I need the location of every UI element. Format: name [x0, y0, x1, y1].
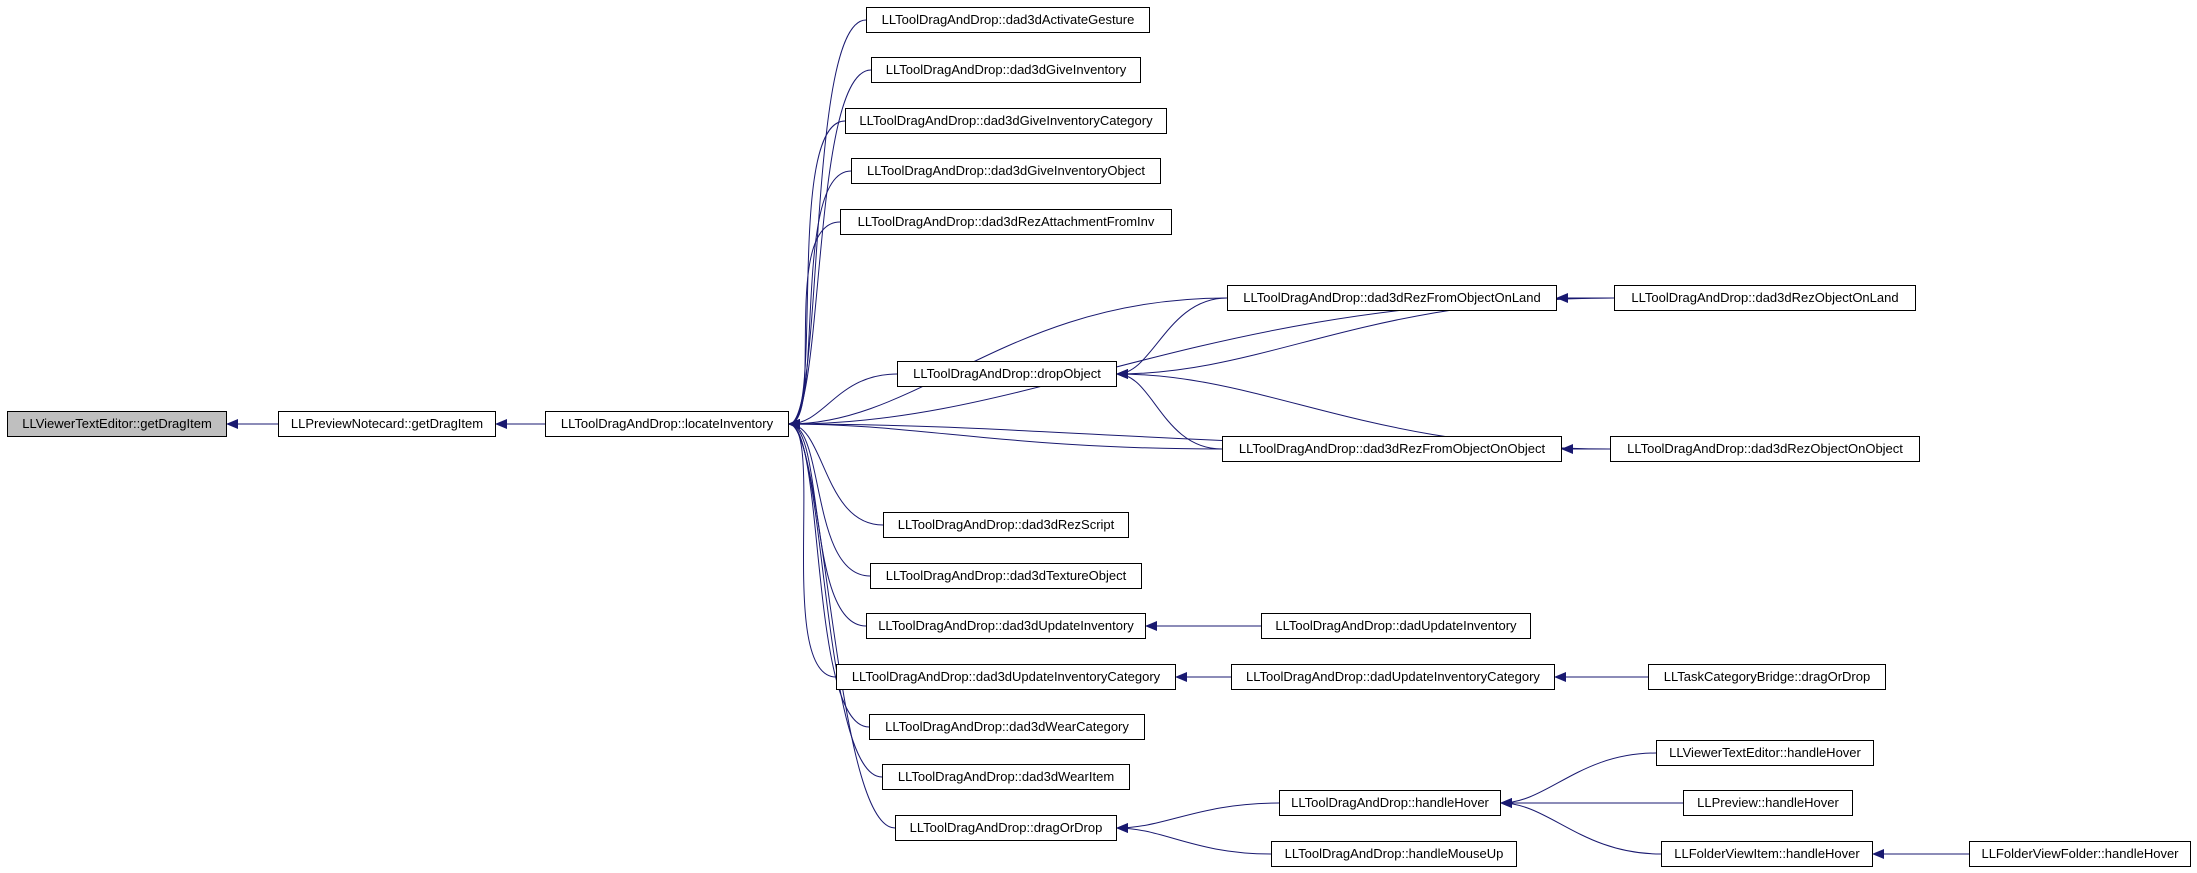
graph-node-n28[interactable]: LLToolDragAndDrop::handleMouseUp — [1271, 841, 1517, 867]
graph-edge-n10-to-n2 — [788, 373, 898, 429]
graph-edge-n14-to-n2 — [788, 419, 871, 577]
graph-node-n12[interactable]: LLToolDragAndDrop::dad3dRezObjectOnObjec… — [1610, 436, 1920, 462]
graph-node-n11[interactable]: LLToolDragAndDrop::dad3dRezFromObjectOnO… — [1222, 436, 1562, 462]
graph-node-n6[interactable]: LLToolDragAndDrop::dad3dGiveInventoryObj… — [851, 158, 1161, 184]
graph-node-n8[interactable]: LLToolDragAndDrop::dad3dRezFromObjectOnL… — [1227, 285, 1557, 311]
graph-node-n13[interactable]: LLToolDragAndDrop::dad3dRezScript — [883, 512, 1129, 538]
graph-node-n1[interactable]: LLPreviewNotecard::getDragItem — [278, 411, 496, 437]
graph-node-n22[interactable]: LLViewerTextEditor::handleHover — [1656, 740, 1874, 766]
graph-edge-n23-to-n25 — [1116, 802, 1280, 833]
graph-node-n2[interactable]: LLToolDragAndDrop::locateInventory — [545, 411, 789, 437]
graph-node-n15[interactable]: LLToolDragAndDrop::dad3dUpdateInventory — [866, 613, 1146, 639]
graph-node-n0[interactable]: LLViewerTextEditor::getDragItem — [7, 411, 227, 437]
graph-edge-n7-to-n2 — [788, 221, 841, 429]
graph-edge-n25-to-n2 — [788, 419, 896, 829]
graph-edge-n11-to-n10 — [1116, 369, 1223, 450]
graph-node-n21[interactable]: LLToolDragAndDrop::dad3dWearItem — [882, 764, 1130, 790]
graph-node-n19[interactable]: LLTaskCategoryBridge::dragOrDrop — [1648, 664, 1886, 690]
graph-node-n9[interactable]: LLToolDragAndDrop::dad3dRezObjectOnLand — [1614, 285, 1916, 311]
graph-node-n24[interactable]: LLPreview::handleHover — [1683, 790, 1853, 816]
graph-node-n5[interactable]: LLToolDragAndDrop::dad3dGiveInventoryCat… — [845, 108, 1167, 134]
graph-node-n23[interactable]: LLToolDragAndDrop::handleHover — [1279, 790, 1501, 816]
graph-edge-n8-to-n10 — [1116, 297, 1228, 379]
graph-edge-n15-to-n2 — [788, 419, 867, 627]
graph-edge-n28-to-n25 — [1116, 823, 1272, 855]
graph-node-n16[interactable]: LLToolDragAndDrop::dadUpdateInventory — [1261, 613, 1531, 639]
graph-node-n20[interactable]: LLToolDragAndDrop::dad3dWearCategory — [869, 714, 1145, 740]
graph-node-n27[interactable]: LLFolderViewFolder::handleHover — [1969, 841, 2191, 867]
graph-edge-n11-to-n2 — [788, 419, 1223, 450]
graph-edge-n5-to-n2 — [788, 120, 846, 429]
graph-edge-n13-to-n2 — [788, 419, 884, 526]
graph-node-n7[interactable]: LLToolDragAndDrop::dad3dRezAttachmentFro… — [840, 209, 1172, 235]
graph-edge-n26-to-n23 — [1500, 798, 1662, 855]
graph-edge-n22-to-n23 — [1500, 752, 1657, 808]
graph-node-n25[interactable]: LLToolDragAndDrop::dragOrDrop — [895, 815, 1117, 841]
graph-node-n14[interactable]: LLToolDragAndDrop::dad3dTextureObject — [870, 563, 1142, 589]
graph-node-n10[interactable]: LLToolDragAndDrop::dropObject — [897, 361, 1117, 387]
graph-node-n26[interactable]: LLFolderViewItem::handleHover — [1661, 841, 1873, 867]
graph-node-n18[interactable]: LLToolDragAndDrop::dadUpdateInventoryCat… — [1231, 664, 1555, 690]
graph-node-n17[interactable]: LLToolDragAndDrop::dad3dUpdateInventoryC… — [836, 664, 1176, 690]
graph-node-n4[interactable]: LLToolDragAndDrop::dad3dGiveInventory — [871, 57, 1141, 83]
graph-node-n3[interactable]: LLToolDragAndDrop::dad3dActivateGesture — [866, 7, 1150, 33]
